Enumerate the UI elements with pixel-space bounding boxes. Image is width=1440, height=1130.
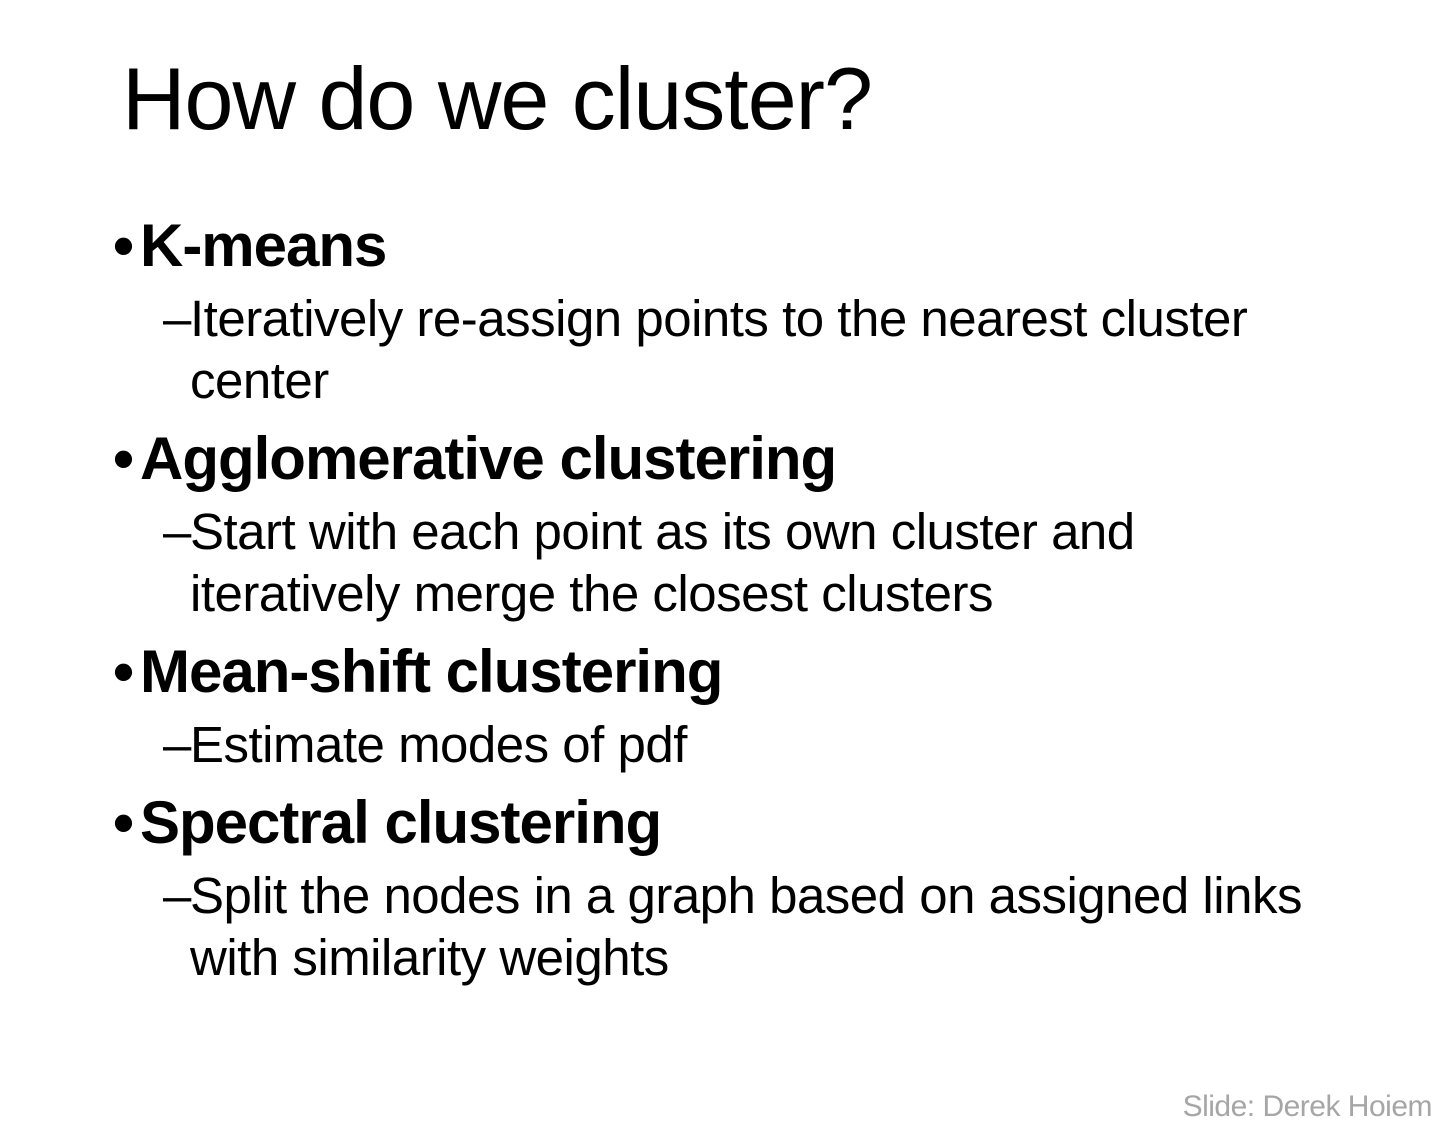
bullet-icon: • bbox=[113, 212, 134, 279]
slide-title: How do we cluster? bbox=[122, 49, 873, 148]
bullet-label: K-means bbox=[140, 212, 387, 279]
bullet-item: • K-means bbox=[0, 210, 1440, 282]
sub-bullet-text: Split the nodes in a graph based on assi… bbox=[190, 867, 1302, 986]
sub-bullet-text: Iteratively re-assign points to the near… bbox=[190, 290, 1248, 409]
slide-credit: Slide: Derek Hoiem bbox=[1182, 1090, 1433, 1123]
dash-icon: – bbox=[163, 716, 191, 773]
bullet-icon: • bbox=[113, 425, 134, 492]
bullet-icon: • bbox=[113, 638, 134, 705]
presentation-slide: How do we cluster? • K-means – Iterative… bbox=[0, 50, 1440, 1130]
bullet-label: Spectral clustering bbox=[140, 789, 662, 856]
bullet-item: • Agglomerative clustering bbox=[0, 423, 1440, 495]
bullet-list: • K-means – Iteratively re-assign points… bbox=[0, 210, 1440, 989]
bullet-label: Agglomerative clustering bbox=[140, 425, 837, 492]
bullet-group-meanshift: • Mean-shift clustering – Estimate modes… bbox=[0, 636, 1440, 776]
dash-icon: – bbox=[163, 867, 191, 924]
bullet-icon: • bbox=[113, 789, 134, 856]
bullet-group-kmeans: • K-means – Iteratively re-assign points… bbox=[0, 210, 1440, 412]
sub-bullet-item: – Split the nodes in a graph based on as… bbox=[0, 865, 1440, 989]
sub-bullet-text: Start with each point as its own cluster… bbox=[190, 503, 1135, 622]
sub-bullet-item: – Estimate modes of pdf bbox=[0, 714, 1440, 776]
bullet-item: • Spectral clustering bbox=[0, 787, 1440, 859]
dash-icon: – bbox=[163, 290, 191, 347]
sub-bullet-item: – Start with each point as its own clust… bbox=[0, 501, 1440, 625]
bullet-group-spectral: • Spectral clustering – Split the nodes … bbox=[0, 787, 1440, 989]
bullet-item: • Mean-shift clustering bbox=[0, 636, 1440, 708]
sub-bullet-text: Estimate modes of pdf bbox=[190, 716, 687, 773]
bullet-group-agglomerative: • Agglomerative clustering – Start with … bbox=[0, 423, 1440, 625]
bullet-label: Mean-shift clustering bbox=[140, 638, 723, 705]
dash-icon: – bbox=[163, 503, 191, 560]
sub-bullet-item: – Iteratively re-assign points to the ne… bbox=[0, 288, 1440, 412]
